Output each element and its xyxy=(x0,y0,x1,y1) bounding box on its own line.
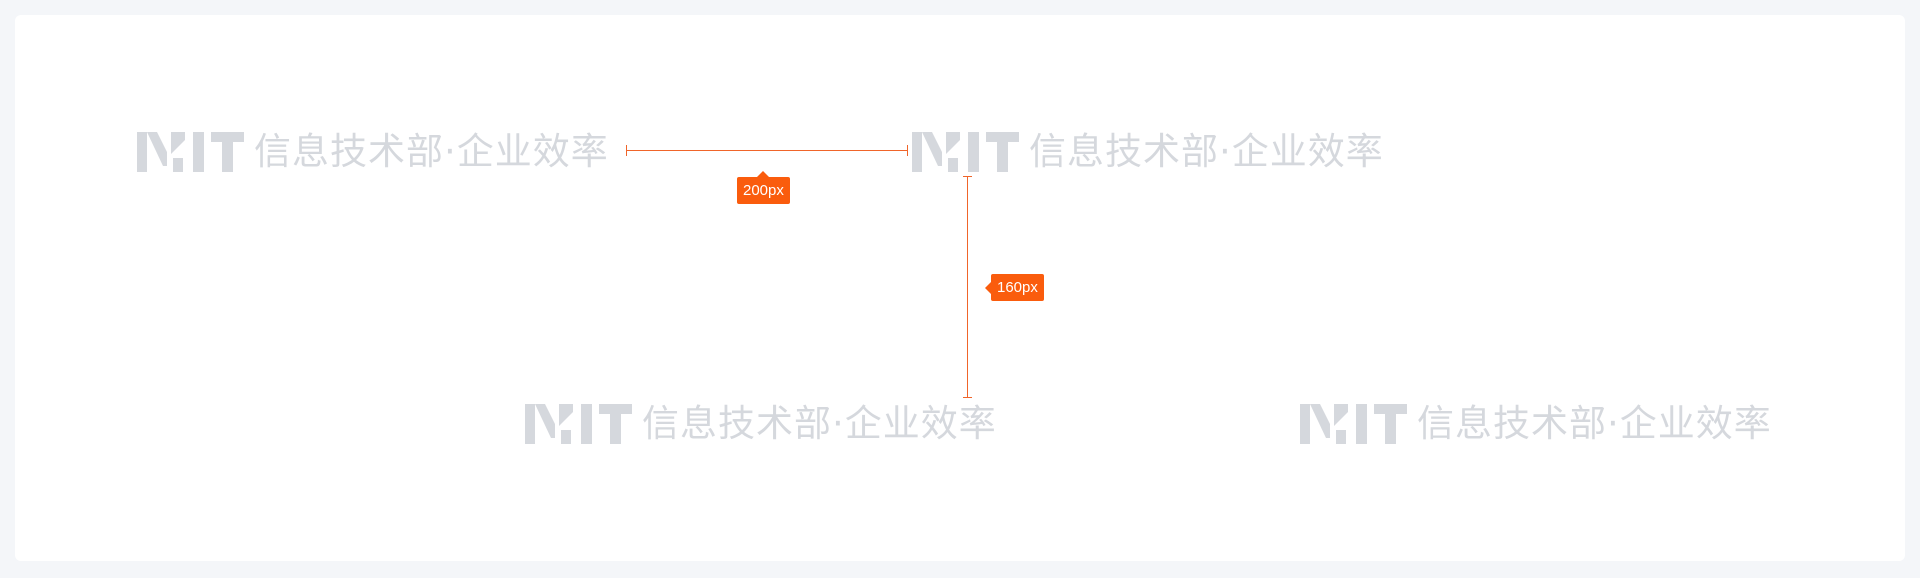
watermark-4: 信息技术部·企业效率 xyxy=(1300,404,1772,444)
line-cap-right xyxy=(907,145,908,156)
horizontal-gap-line xyxy=(626,145,908,156)
watermark-text: 信息技术部·企业效率 xyxy=(254,130,609,173)
watermark-1: 信息技术部·企业效率 xyxy=(137,132,609,172)
canvas xyxy=(15,15,1905,561)
mit-logo-icon xyxy=(912,132,1019,172)
line-cap-bottom xyxy=(963,397,972,398)
vertical-gap-label: 160px xyxy=(985,274,1044,301)
line-cap-left xyxy=(626,145,627,156)
watermark-text: 信息技术部·企业效率 xyxy=(1417,402,1772,445)
line-cap-top xyxy=(963,176,972,177)
mit-logo-icon xyxy=(1300,404,1407,444)
watermark-text: 信息技术部·企业效率 xyxy=(1029,130,1384,173)
vertical-gap-line xyxy=(963,176,972,398)
mit-logo-icon xyxy=(137,132,244,172)
watermark-2: 信息技术部·企业效率 xyxy=(912,132,1384,172)
watermark-text: 信息技术部·企业效率 xyxy=(642,402,997,445)
mit-logo-icon xyxy=(525,404,632,444)
horizontal-gap-label: 200px xyxy=(737,171,790,204)
watermark-3: 信息技术部·企业效率 xyxy=(525,404,997,444)
